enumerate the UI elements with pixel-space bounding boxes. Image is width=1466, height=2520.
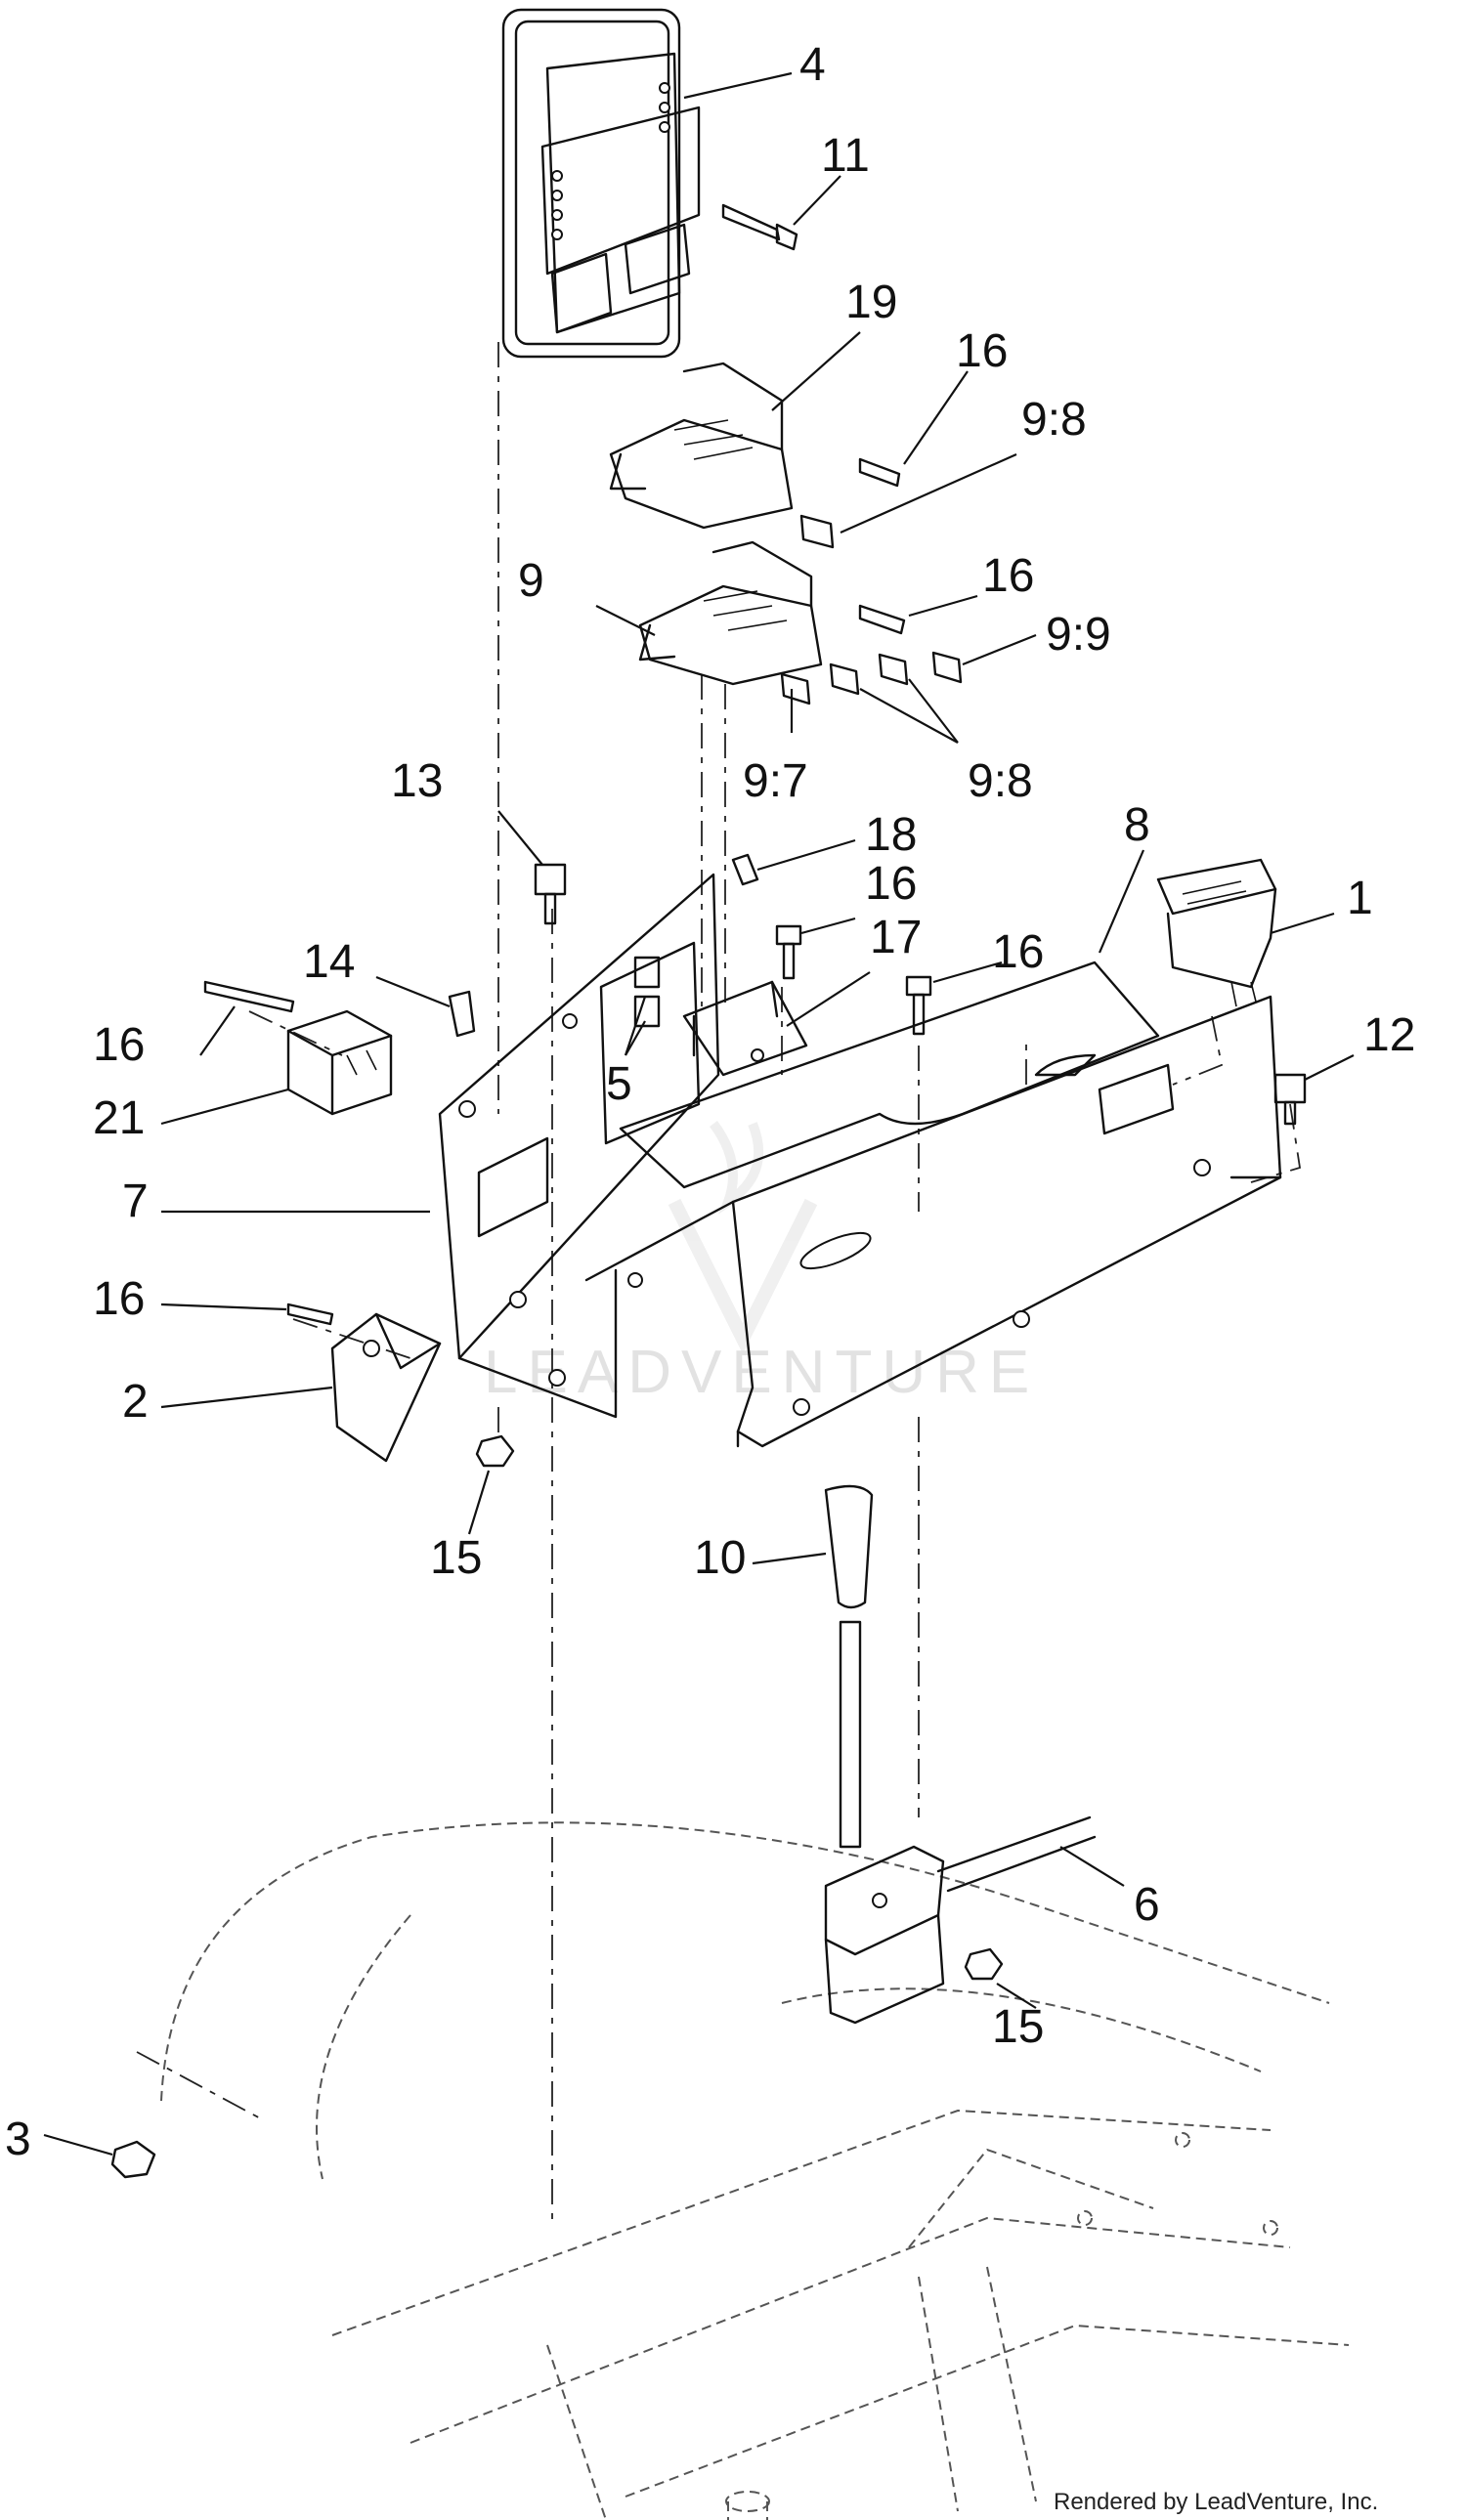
bolt xyxy=(721,203,798,251)
bolt-16d xyxy=(905,975,932,1036)
callout-18: 18 xyxy=(865,809,917,861)
fuse-block-upper xyxy=(609,362,901,549)
key-switch xyxy=(330,1312,442,1463)
cover-plate xyxy=(619,961,1160,1189)
watermark-logo xyxy=(668,1121,818,1354)
callout-4: 4 xyxy=(799,39,826,91)
callout-2: 2 xyxy=(122,1376,149,1428)
fasteners xyxy=(110,863,1307,2179)
hour-meter xyxy=(1156,858,1277,1007)
callout-16a: 16 xyxy=(956,325,1008,377)
callout-16e: 16 xyxy=(93,1019,145,1071)
callout-13: 13 xyxy=(391,755,443,807)
bolt-12 xyxy=(1273,1073,1307,1126)
bolt-13 xyxy=(534,863,567,925)
callout-9-7: 9:7 xyxy=(743,755,808,807)
bolt-16f xyxy=(286,1303,334,1326)
callout-16b: 16 xyxy=(982,550,1034,602)
callout-19: 19 xyxy=(845,277,897,328)
terminal-block xyxy=(682,980,808,1077)
callout-9: 9 xyxy=(518,555,544,607)
nut-15a xyxy=(475,1434,515,1468)
control-lever xyxy=(824,1484,945,2025)
callout-9-9: 9:9 xyxy=(1046,609,1111,661)
watermark-text: LEADVENTURE xyxy=(484,1339,1039,1406)
cable xyxy=(936,1815,1097,1893)
assembly-lines xyxy=(136,342,1302,2228)
callout-10: 10 xyxy=(694,1532,746,1584)
bolt-16e xyxy=(203,980,295,1013)
leader-lines xyxy=(43,71,1355,2157)
connectors xyxy=(633,956,661,1028)
callout-16d: 16 xyxy=(992,926,1044,978)
machine-frame xyxy=(160,1821,1350,2520)
spring-clip xyxy=(448,990,476,1038)
clip xyxy=(731,853,759,886)
relay xyxy=(286,1009,393,1116)
callout-3: 3 xyxy=(5,2114,31,2165)
nut-15b xyxy=(964,1947,1004,1981)
controller-module xyxy=(501,8,701,359)
callout-6: 6 xyxy=(1134,1879,1160,1931)
fuse-block-lower xyxy=(638,540,963,705)
render-credit: Rendered by LeadVenture, Inc. xyxy=(1054,2489,1378,2515)
callout-21: 21 xyxy=(93,1092,145,1144)
callout-11: 11 xyxy=(821,130,870,182)
callout-9-8a: 9:8 xyxy=(1021,394,1087,446)
callout-14: 14 xyxy=(303,936,355,988)
callout-1: 1 xyxy=(1347,873,1373,924)
callout-16c: 16 xyxy=(865,858,917,910)
callout-15a: 15 xyxy=(430,1532,482,1584)
callout-12: 12 xyxy=(1363,1009,1415,1061)
nut-3 xyxy=(110,2140,156,2179)
callout-7: 7 xyxy=(122,1175,149,1227)
callout-labels: 4 11 19 16 9:8 9 16 9:9 9:7 9:8 13 18 8 … xyxy=(5,39,1415,2165)
callout-16f: 16 xyxy=(93,1273,145,1325)
callout-8: 8 xyxy=(1124,799,1150,851)
bolt-16c xyxy=(775,924,802,980)
callout-17: 17 xyxy=(870,912,922,963)
callout-5: 5 xyxy=(606,1058,632,1110)
callout-9-8b: 9:8 xyxy=(968,755,1033,807)
callout-15b: 15 xyxy=(992,2001,1044,2053)
